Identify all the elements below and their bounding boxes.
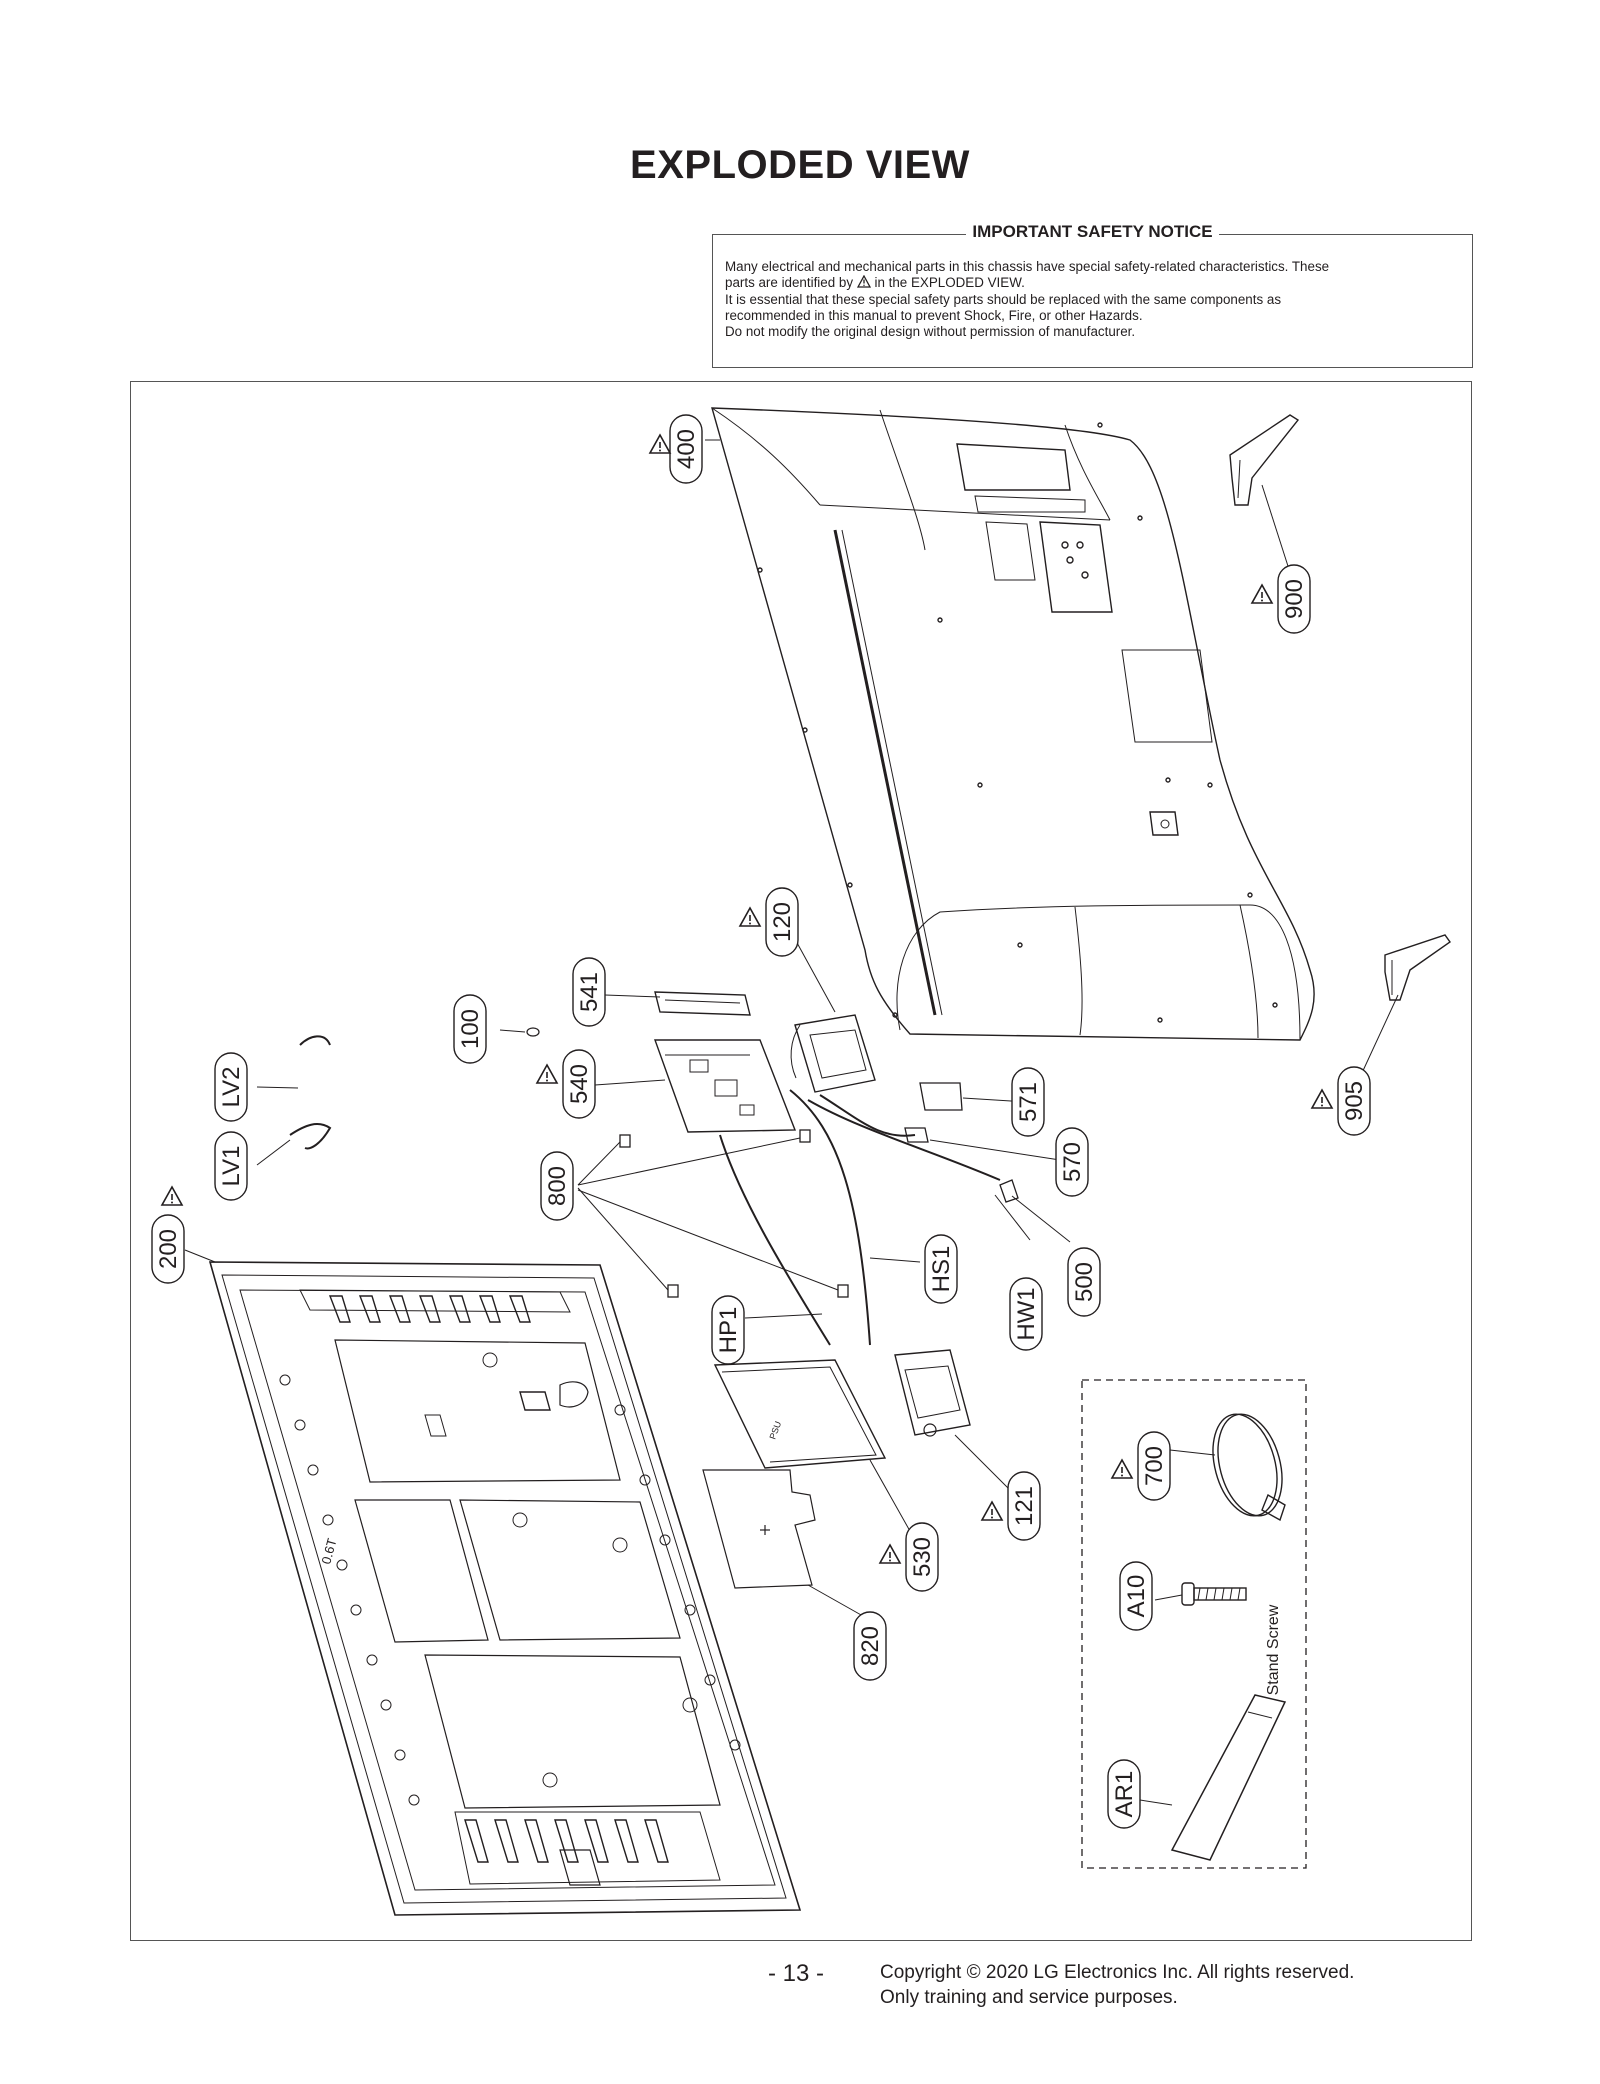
safety-warning-icon <box>879 1544 901 1564</box>
part-label-800: 800 <box>540 1151 574 1221</box>
part-label-700-text: 700 <box>1141 1446 1168 1486</box>
part-500-part <box>999 1179 1019 1203</box>
part-label-ar1: AR1 <box>1107 1759 1141 1829</box>
part-label-120-text: 120 <box>769 902 796 942</box>
part-label-a10: A10 <box>1119 1561 1153 1631</box>
stand-905-part <box>1384 934 1451 1001</box>
part-label-530: 530 <box>905 1522 939 1592</box>
page-number: - 13 - <box>768 1960 825 1987</box>
exploded-view-frame <box>130 381 1472 1941</box>
part-label-hs1-text: HS1 <box>928 1246 955 1293</box>
part-100-washer <box>526 1027 540 1037</box>
part-label-hp1: HP1 <box>711 1295 745 1365</box>
part-label-121-text: 121 <box>1011 1486 1038 1526</box>
notice-line-2-suffix: in the EXPLODED VIEW. <box>874 275 1025 291</box>
panel-thickness-text: 0.6T <box>318 1537 339 1566</box>
copyright-line-1: Copyright © 2020 LG Electronics Inc. All… <box>880 1962 1355 1983</box>
part-label-200: 200 <box>151 1214 185 1284</box>
safety-notice-title: IMPORTANT SAFETY NOTICE <box>966 222 1219 241</box>
part-label-hw1-text: HW1 <box>1013 1287 1040 1340</box>
power-cord-700-part <box>1212 1413 1286 1522</box>
safety-warning-icon <box>1111 1459 1133 1479</box>
copyright-notice: Copyright © 2020 LG Electronics Inc. All… <box>880 1960 1354 2010</box>
speaker-120-part <box>790 1014 876 1093</box>
part-label-900: 900 <box>1277 564 1311 634</box>
safety-warning-icon <box>536 1064 558 1084</box>
speaker-121-part <box>894 1349 971 1437</box>
safety-warning-icon <box>1311 1089 1333 1109</box>
clip-800-parts <box>619 1129 849 1298</box>
part-label-570-text: 570 <box>1059 1142 1086 1182</box>
part-label-200-text: 200 <box>155 1229 182 1269</box>
page-title: EXPLODED VIEW <box>630 143 970 187</box>
notice-line-3: It is essential that these special safet… <box>725 291 1282 307</box>
part-label-lv2: LV2 <box>214 1052 248 1122</box>
part-label-571-text: 571 <box>1015 1082 1042 1122</box>
warning-triangle-icon <box>856 274 871 288</box>
stand-screw-caption: Stand Screw <box>1265 1604 1282 1695</box>
psu-530-part: PSU <box>713 1359 887 1469</box>
part-label-570: 570 <box>1055 1127 1089 1197</box>
insulator-820-part <box>702 1469 816 1589</box>
notice-line-4: recommended in this manual to prevent Sh… <box>725 307 1143 323</box>
remote-control-ar1-part <box>1170 1694 1287 1861</box>
safety-warning-icon <box>161 1186 183 1206</box>
ir-board-571-part <box>919 1082 963 1111</box>
part-label-400-text: 400 <box>673 429 700 469</box>
part-label-lv1: LV1 <box>214 1131 248 1201</box>
part-label-571: 571 <box>1011 1067 1045 1137</box>
part-label-ar1-text: AR1 <box>1111 1771 1138 1818</box>
part-label-400: 400 <box>669 414 703 484</box>
safety-warning-icon <box>739 907 761 927</box>
power-button-570-part <box>904 1127 929 1143</box>
part-label-820-text: 820 <box>857 1626 884 1666</box>
notice-line-5: Do not modify the original design withou… <box>725 324 1136 340</box>
part-label-100: 100 <box>453 994 487 1064</box>
safety-warning-icon <box>649 434 671 454</box>
part-label-541: 541 <box>572 957 606 1027</box>
part-label-530-text: 530 <box>909 1537 936 1577</box>
part-label-820: 820 <box>853 1611 887 1681</box>
accessory-box <box>1081 1379 1307 1869</box>
main-board-540-part <box>654 1039 797 1133</box>
part-label-500-text: 500 <box>1071 1262 1098 1302</box>
part-label-540: 540 <box>562 1049 596 1119</box>
part-label-120: 120 <box>765 887 799 957</box>
part-label-900-text: 900 <box>1281 579 1308 619</box>
part-label-hs1: HS1 <box>924 1234 958 1304</box>
part-label-700: 700 <box>1137 1431 1171 1501</box>
part-label-905-text: 905 <box>1341 1081 1368 1121</box>
lvds-cable-lv1 <box>289 1123 332 1150</box>
part-label-hw1: HW1 <box>1009 1277 1043 1351</box>
part-label-905: 905 <box>1337 1066 1371 1136</box>
safety-warning-icon <box>981 1501 1003 1521</box>
part-label-a10-text: A10 <box>1123 1575 1150 1618</box>
copyright-line-2: Only training and service purposes. <box>880 1987 1178 2008</box>
notice-line-2-prefix: parts are identified by <box>725 275 854 291</box>
part-label-121: 121 <box>1007 1471 1041 1541</box>
safety-warning-icon <box>1251 584 1273 604</box>
notice-line-1: Many electrical and mechanical parts in … <box>725 259 1330 274</box>
safety-notice-text: Many electrical and mechanical parts in … <box>725 259 1460 340</box>
part-label-540-text: 540 <box>566 1064 593 1104</box>
lvds-cable-lv2 <box>299 1035 331 1046</box>
svg-text:PSU: PSU <box>767 1420 783 1441</box>
board-bracket-541-part <box>654 991 751 1016</box>
part-label-541-text: 541 <box>576 972 603 1012</box>
part-label-hp1-text: HP1 <box>715 1307 742 1354</box>
stand-900-part <box>1229 414 1300 506</box>
part-label-800-text: 800 <box>544 1166 571 1206</box>
harness-cables <box>719 1089 1001 1346</box>
part-label-lv2-text: LV2 <box>218 1067 245 1108</box>
safety-notice-box: IMPORTANT SAFETY NOTICE Many electrical … <box>712 222 1473 368</box>
stand-screw-a10-part <box>1181 1582 1247 1606</box>
part-label-100-text: 100 <box>457 1009 484 1049</box>
part-label-lv1-text: LV1 <box>218 1146 245 1187</box>
part-label-500: 500 <box>1067 1247 1101 1317</box>
back-cover-part <box>711 407 1315 1041</box>
display-module-part <box>208 1261 802 1916</box>
